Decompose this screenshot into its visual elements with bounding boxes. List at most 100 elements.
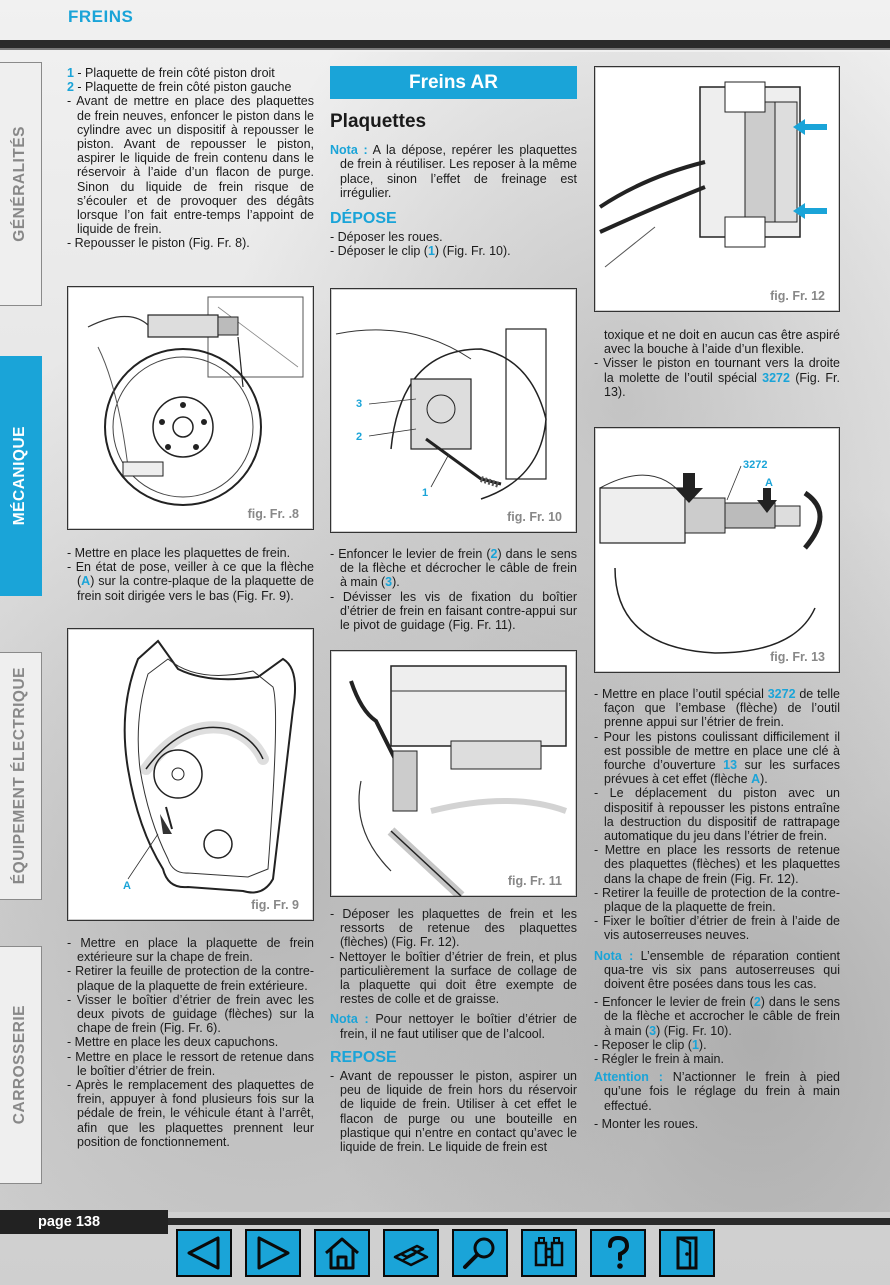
section-banner: Freins AR <box>330 66 577 99</box>
magnifier-icon <box>463 1237 495 1269</box>
figure-caption: fig. Fr. 12 <box>770 288 825 303</box>
list-item: - Avant de repousser le piston, aspirer … <box>330 1069 577 1155</box>
tab-generalites[interactable]: GÉNÉRALITÉS <box>0 62 42 306</box>
piston-tool-drawing <box>599 465 823 654</box>
exit-door-icon <box>676 1236 698 1270</box>
home-button[interactable] <box>314 1229 370 1277</box>
column-2-top: Plaquettes Nota : A la dépose, repérer l… <box>330 111 578 259</box>
list-item: - Régler le frein à main. <box>594 1052 724 1067</box>
list-item: - Visser le boîtier d’étrier de frein av… <box>67 992 314 1036</box>
figure-fr-12: fig. Fr. 12 <box>594 66 840 312</box>
caliper-springs-drawing <box>598 81 827 268</box>
list-item: - Le déplacement du piston avec un dispo… <box>594 786 840 844</box>
paragraph: - Mettre en place les plaquettes de frei… <box>67 546 291 560</box>
list-item: - Retirer la feuille de protection de la… <box>67 964 314 993</box>
figure-label-a: A <box>123 880 131 892</box>
figure-caption: fig. Fr. 10 <box>507 509 562 524</box>
column-1-bottom: - Mettre en place la plaquette de frein … <box>67 936 314 1149</box>
print-button[interactable] <box>383 1229 439 1277</box>
figure-fr-9: A fig. Fr. 9 <box>67 628 314 921</box>
figure-caption: fig. Fr. .8 <box>247 506 299 521</box>
section-heading: Plaquettes <box>330 111 427 132</box>
list-item: 1 - Plaquette de frein côté piston droit <box>67 66 275 80</box>
tab-equipement-electrique[interactable]: ÉQUIPEMENT ÉLECTRIQUE <box>0 652 42 900</box>
figure-fr-10: 3 2 1 fig. Fr. 10 <box>330 288 577 533</box>
list-item: - Déposer les roues. <box>330 230 443 245</box>
figure-fr-8: fig. Fr. .8 <box>67 286 314 530</box>
header-bar <box>0 40 890 48</box>
binoculars-icon <box>534 1237 564 1267</box>
figure-fr-13: 3272 A fig. Fr. 13 <box>594 427 840 673</box>
list-item: - Pour les pistons coulissant difficilem… <box>594 729 840 787</box>
tab-equipement-electrique-label: ÉQUIPEMENT ÉLECTRIQUE <box>11 667 29 885</box>
list-item: - Après le remplacement des plaquettes d… <box>67 1078 314 1149</box>
column-2-middle: - Enfoncer le levier de frein (2) dans l… <box>330 547 577 632</box>
figure-caption: fig. Fr. 13 <box>770 649 825 664</box>
tab-carrosserie-label: CARROSSERIE <box>11 1005 29 1125</box>
column-3-top: toxique et ne doit en aucun cas être asp… <box>594 328 840 399</box>
tab-carrosserie[interactable]: CARROSSERIE <box>0 946 42 1184</box>
column-3-bottom: - Mettre en place l’outil spécial 3272 d… <box>594 687 840 1131</box>
list-item: - Mettre en place les ressorts de retenu… <box>594 843 840 886</box>
list-item: - Fixer le boîtier d’étrier de frein à l… <box>594 914 840 943</box>
tab-mecanique[interactable]: MÉCANIQUE <box>0 356 42 596</box>
list-item: - Visser le piston en tournant vers la d… <box>594 356 841 399</box>
column-1-middle: - Mettre en place les plaquettes de frei… <box>67 546 314 603</box>
note: Nota : L’ensemble de réparation contient… <box>594 948 840 992</box>
list-item: - Monter les roues. <box>594 1116 699 1131</box>
list-item: - Déposer le clip (1) (Fig. Fr. 10). <box>330 244 511 259</box>
arrow-right-icon <box>257 1236 290 1270</box>
printer-icon <box>393 1244 429 1267</box>
next-page-button[interactable] <box>245 1229 301 1277</box>
list-item: - Retirer la feuille de protection de la… <box>594 885 840 915</box>
figure-label-2: 2 <box>356 431 363 443</box>
figure-label-tool: 3272 <box>743 459 768 471</box>
list-item: - Mettre en place les deux capuchons. <box>67 1035 279 1050</box>
list-item: - Enfoncer le levier de frein (2) dans l… <box>594 995 841 1038</box>
attention-note: Attention : N’actionner le frein à pied … <box>594 1070 840 1113</box>
figure-label-3: 3 <box>356 398 363 410</box>
find-button[interactable] <box>521 1229 577 1277</box>
page-number: page 138 <box>0 1210 168 1234</box>
brake-disc-drawing <box>87 296 304 506</box>
list-item: - Mettre en place l’outil spécial 3272 d… <box>594 687 841 730</box>
paragraph: - Repousser le piston (Fig. Fr. 8). <box>67 236 250 251</box>
figure-label-a: A <box>765 477 773 489</box>
subsection-heading: REPOSE <box>330 1048 397 1066</box>
note: Nota : A la dépose, repérer les plaquett… <box>330 143 578 200</box>
list-item: - Mettre en place la plaquette de frein … <box>67 936 314 965</box>
list-item: - Nettoyer le boîtier d’étrier de frein,… <box>330 949 577 1007</box>
column-2-bottom: - Déposer les plaquettes de frein et les… <box>330 907 577 1154</box>
home-icon <box>325 1237 359 1270</box>
previous-page-button[interactable] <box>176 1229 232 1277</box>
figure-label-1: 1 <box>422 487 429 499</box>
tab-mecanique-label: MÉCANIQUE <box>11 426 29 526</box>
paragraph: toxique et ne doit en aucun cas être asp… <box>604 328 840 357</box>
caliper-bolt-drawing <box>349 665 568 900</box>
tab-generalites-label: GÉNÉRALITÉS <box>11 126 29 242</box>
list-item: - Déposer les plaquettes de frein et les… <box>330 907 577 950</box>
list-item: - Reposer le clip (1). <box>594 1037 707 1052</box>
column-1-top: 1 - Plaquette de frein côté piston droit… <box>67 66 314 251</box>
paragraph: - Avant de mettre en place des plaquette… <box>67 94 314 237</box>
figure-caption: fig. Fr. 9 <box>251 897 299 912</box>
footer-bar <box>0 1218 890 1225</box>
note: Nota : Pour nettoyer le boîtier d’étrier… <box>330 1012 577 1041</box>
list-item: - Enfoncer le levier de frein (2) dans l… <box>330 547 577 590</box>
list-item: 2 - Plaquette de frein côté piston gauch… <box>67 80 292 95</box>
figure-fr-11: fig. Fr. 11 <box>330 650 577 900</box>
arrow-left-icon <box>187 1236 220 1270</box>
rear-caliper-drawing <box>335 328 547 500</box>
search-button[interactable] <box>452 1229 508 1277</box>
help-icon <box>608 1235 630 1269</box>
subsection-heading: DÉPOSE <box>330 210 397 228</box>
brake-pad-drawing <box>123 639 296 894</box>
list-item: - Mettre en place le ressort de retenue … <box>67 1049 314 1078</box>
figure-caption: fig. Fr. 11 <box>507 873 562 888</box>
paragraph: - En état de pose, veiller à ce que la f… <box>67 560 314 603</box>
exit-button[interactable] <box>659 1229 715 1277</box>
list-item: - Dévisser les vis de fixation du boîtie… <box>330 589 577 633</box>
header-bar-line <box>0 48 890 50</box>
page-header-title: FREINS <box>68 7 134 26</box>
help-button[interactable] <box>590 1229 646 1277</box>
